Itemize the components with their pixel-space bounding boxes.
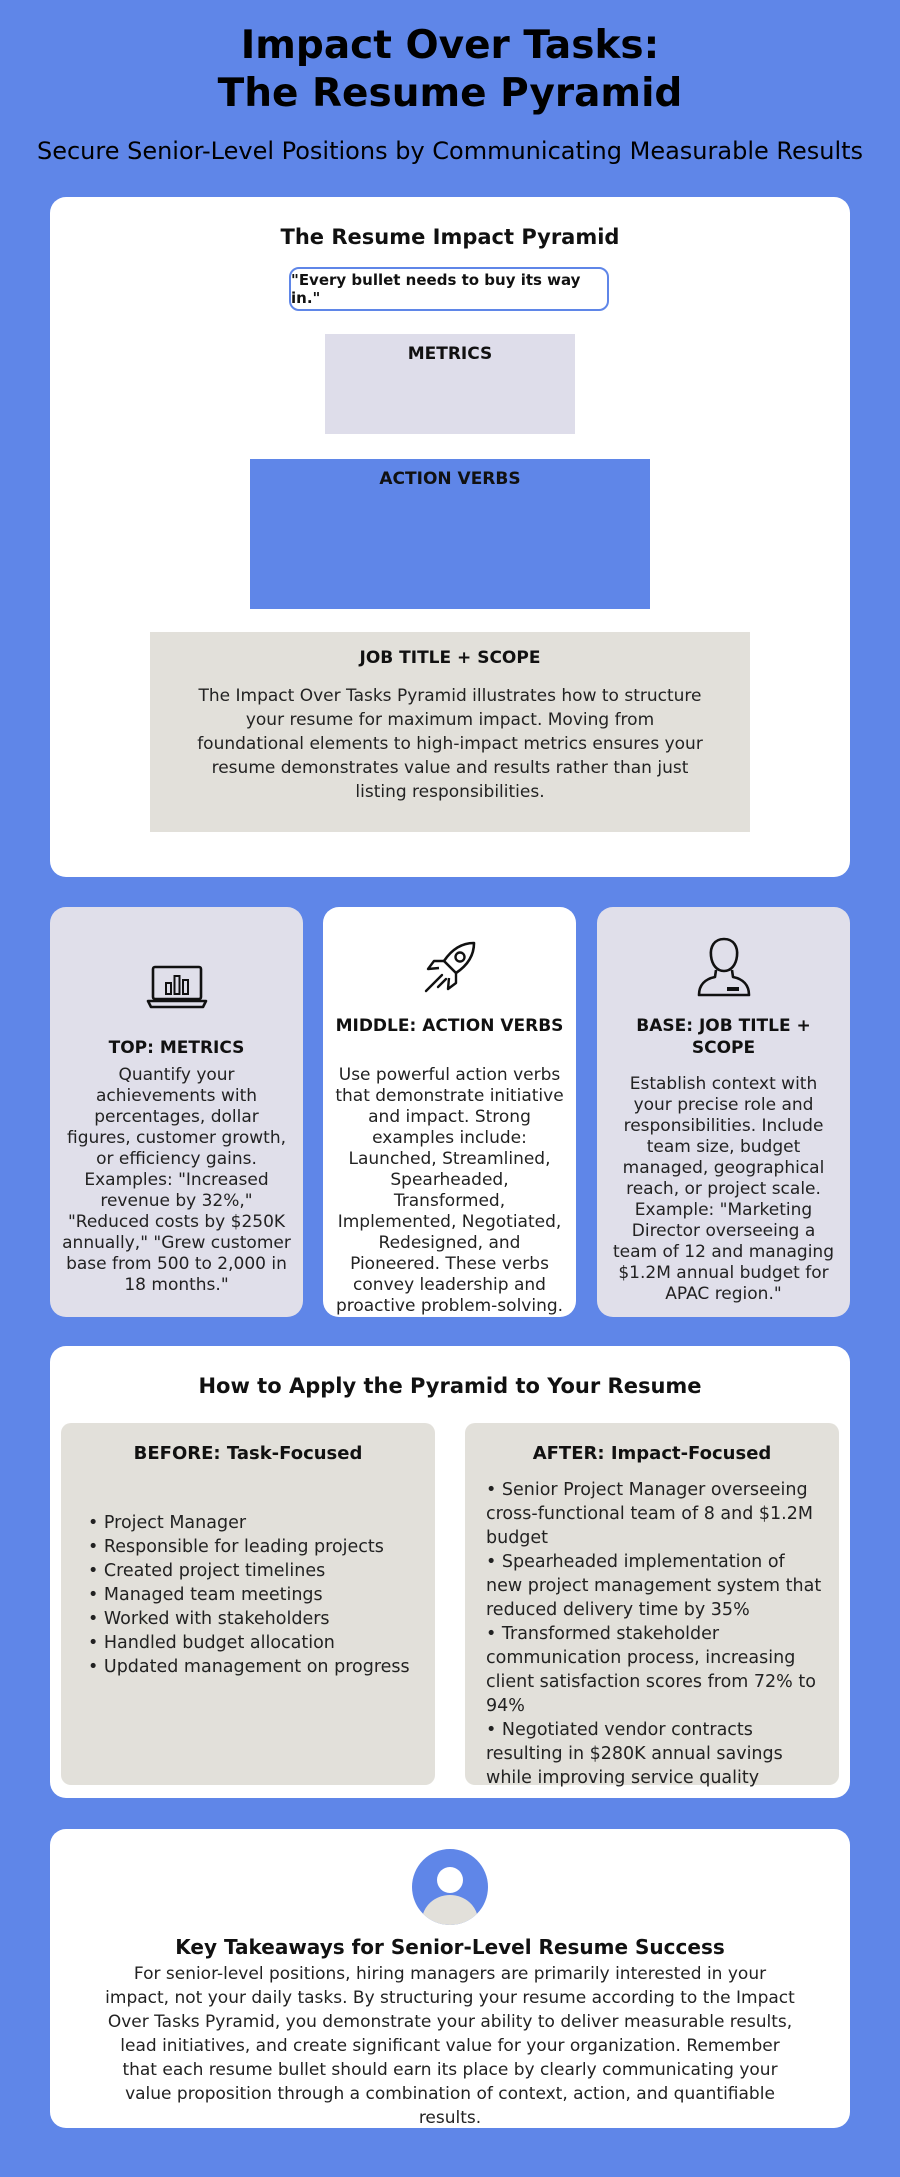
title-line-2: The Resume Pyramid — [217, 71, 683, 116]
column-base-job-title: BASE: JOB TITLE + SCOPE Establish contex… — [597, 907, 850, 1317]
pyramid-title: The Resume Impact Pyramid — [280, 225, 620, 249]
column-top-heading: TOP: METRICS — [108, 1038, 245, 1058]
list-item: • Created project timelines — [88, 1561, 326, 1581]
takeaways-title: Key Takeaways for Senior-Level Resume Su… — [175, 1935, 725, 1959]
list-item: • Managed team meetings — [88, 1585, 323, 1605]
after-heading: AFTER: Impact-Focused — [532, 1443, 772, 1464]
pyramid-description: The Impact Over Tasks Pyramid illustrate… — [197, 686, 703, 802]
column-base-heading: BASE: JOB TITLE + SCOPE — [636, 1016, 811, 1058]
before-panel: BEFORE: Task-Focused • Project Manager •… — [61, 1423, 435, 1785]
column-middle-action-verbs: MIDDLE: ACTION VERBS Use powerful action… — [323, 907, 576, 1317]
pyramid-card: The Resume Impact Pyramid "Every bullet … — [50, 197, 850, 877]
rocket-icon — [323, 935, 576, 999]
list-item: • Negotiated vendor contracts resulting … — [486, 1720, 783, 1788]
tier-metrics: METRICS — [325, 334, 575, 434]
list-item: • Responsible for leading projects — [88, 1537, 384, 1557]
tier-job-title-scope: JOB TITLE + SCOPE The Impact Over Tasks … — [150, 632, 750, 832]
person-icon — [597, 935, 850, 999]
tier-verbs-label: ACTION VERBS — [379, 469, 521, 489]
column-top-body: Quantify your achievements with percenta… — [62, 1065, 291, 1295]
tier-metrics-label: METRICS — [407, 344, 493, 364]
column-middle-body: Use powerful action verbs that demonstra… — [335, 1065, 564, 1316]
list-item: • Project Manager — [88, 1513, 247, 1533]
list-item: • Spearheaded implementation of new proj… — [486, 1552, 822, 1620]
before-list: • Project Manager • Responsible for lead… — [88, 1511, 410, 1679]
after-list: • Senior Project Manager overseeing cros… — [486, 1478, 826, 1790]
column-middle-heading: MIDDLE: ACTION VERBS — [335, 1016, 564, 1036]
title-line-1: Impact Over Tasks: — [240, 23, 660, 68]
tier-action-verbs: ACTION VERBS — [250, 459, 650, 609]
column-top-metrics: TOP: METRICS Quantify your achievements … — [50, 907, 303, 1317]
column-base-body: Establish context with your precise role… — [613, 1074, 834, 1304]
after-panel: AFTER: Impact-Focused • Senior Project M… — [465, 1423, 839, 1788]
list-item: • Worked with stakeholders — [88, 1609, 330, 1629]
list-item: • Updated management on progress — [88, 1657, 410, 1677]
apply-pyramid-card: How to Apply the Pyramid to Your Resume … — [50, 1346, 850, 1798]
list-item: • Handled budget allocation — [88, 1633, 335, 1653]
list-item: • Senior Project Manager overseeing cros… — [486, 1480, 813, 1548]
laptop-chart-icon — [50, 963, 303, 1013]
avatar-icon — [412, 1849, 488, 1925]
takeaways-body: For senior-level positions, hiring manag… — [105, 1964, 795, 2128]
page-title: Impact Over Tasks: The Resume Pyramid — [0, 22, 900, 118]
list-item: • Transformed stakeholder communication … — [486, 1624, 816, 1716]
before-heading: BEFORE: Task-Focused — [133, 1443, 363, 1464]
takeaways-card: Key Takeaways for Senior-Level Resume Su… — [50, 1829, 850, 2128]
apply-title: How to Apply the Pyramid to Your Resume — [198, 1374, 702, 1398]
pyramid-quote: "Every bullet needs to buy its way in." — [289, 267, 609, 311]
tier-base-label: JOB TITLE + SCOPE — [359, 648, 541, 668]
page-subtitle: Secure Senior-Level Positions by Communi… — [36, 137, 864, 165]
